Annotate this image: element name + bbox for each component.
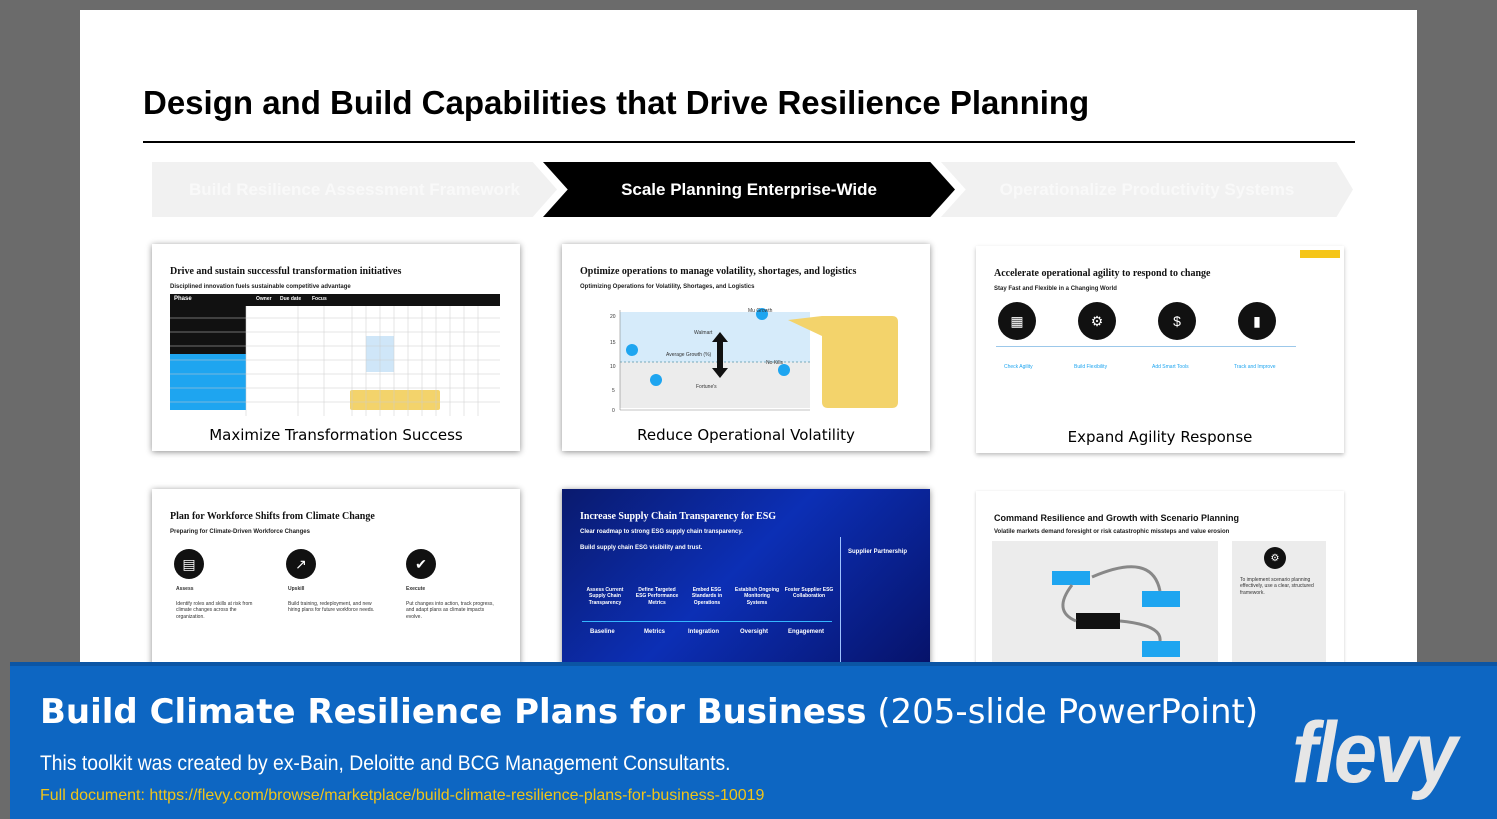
esg-step-assess: Assess Current Supply Chain Transparency — [586, 587, 624, 606]
scenario-cycle-svg — [1052, 565, 1180, 657]
thumbnail-heading: Command Resilience and Growth with Scena… — [994, 513, 1240, 523]
esg-step-establish: Establish Ongoing Monitoring Systems — [734, 587, 780, 606]
step-execute: Execute — [406, 586, 426, 592]
banner-subtitle: This toolkit was created by ex-Bain, Del… — [40, 752, 731, 775]
esg-step-foster: Foster Supplier ESG Collaboration — [784, 587, 834, 600]
label-mu-growth: Mu Growth — [748, 308, 773, 314]
slide-title: Design and Build Capabilities that Drive… — [143, 84, 1090, 121]
thumbnail-subheading: Preparing for Climate-Driven Workforce C… — [170, 529, 310, 535]
slide-preview: Design and Build Capabilities that Drive… — [80, 10, 1417, 670]
thumbnail-subheading: Stay Fast and Flexible in a Changing Wor… — [994, 286, 1117, 292]
timeline-line — [996, 346, 1296, 347]
thumbnail-heading: Drive and sustain successful transformat… — [170, 266, 402, 277]
thumbnail-workforce[interactable]: Plan for Workforce Shifts from Climate C… — [152, 489, 520, 670]
thumbnail-agility[interactable]: Accelerate operational agility to respon… — [976, 246, 1344, 453]
esg-phase-baseline: Baseline — [590, 629, 615, 635]
table-header-owner: Owner — [256, 296, 272, 302]
step-assess-text: Identify roles and skills at risk from c… — [176, 601, 253, 620]
y-tick-5: 5 — [612, 388, 615, 394]
clipboard-icon: ▤ — [174, 549, 204, 579]
y-tick-15: 15 — [610, 340, 616, 346]
esg-phase-oversight: Oversight — [740, 629, 769, 635]
presentation-icon: ▦ — [998, 302, 1036, 340]
banner-title: Build Climate Resilience Plans for Busin… — [40, 692, 1258, 732]
banner-title-rest: (205-slide PowerPoint) — [866, 692, 1259, 732]
volatility-bubble-chart — [619, 308, 898, 411]
step-upskill-text: Build training, redeployment, and new hi… — [288, 601, 375, 614]
chevron-scale-planning: Scale Planning Enterprise-Wide — [543, 162, 955, 217]
step-track-improve: Track and Improve — [1234, 364, 1276, 370]
thumbnail-scenario[interactable]: Command Resilience and Growth with Scena… — [976, 491, 1344, 670]
step-upskill: Upskill — [288, 586, 305, 592]
label-average-growth: Average Growth (%) — [666, 352, 712, 358]
esg-phase-metrics: Metrics — [644, 629, 666, 635]
esg-phase-integration: Integration — [688, 629, 719, 635]
esg-subhead: Build supply chain ESG visibility and tr… — [580, 545, 703, 551]
y-tick-0: 0 — [612, 408, 615, 414]
thumbnail-volatility[interactable]: Optimize operations to manage volatility… — [562, 244, 930, 451]
thumbnail-subheading: Volatile markets demand foresight or ris… — [994, 529, 1230, 535]
thumbnail-heading: Increase Supply Chain Transparency for E… — [580, 511, 777, 522]
esg-step-define: Define Targeted ESG Performance Metrics — [635, 587, 679, 606]
esg-step-embed: Embed ESG Standards in Operations — [691, 587, 723, 606]
table-header-due: Due date — [280, 296, 302, 302]
tag-badge — [1300, 250, 1340, 258]
y-tick-20: 20 — [610, 314, 616, 320]
thumbnail-esg[interactable]: Increase Supply Chain Transparency for E… — [562, 489, 930, 670]
banner-document-link[interactable]: Full document: https://flevy.com/browse/… — [40, 787, 765, 804]
growth-chart-icon: ↗ — [286, 549, 316, 579]
step-build-flexibility: Build Flexibility — [1074, 364, 1108, 370]
scenario-diagram — [992, 541, 1218, 670]
execute-icon: ✔ — [406, 549, 436, 579]
thumbnail-caption: Maximize Transformation Success — [209, 426, 463, 444]
step-check-agility: Check Agility — [1004, 364, 1033, 370]
esg-side-title: Supplier Partnership — [848, 549, 908, 555]
step-add-smart-tools: Add Smart Tools — [1152, 364, 1189, 370]
thumbnail-heading: Accelerate operational agility to respon… — [994, 268, 1211, 279]
chevron-assessment: Build Resilience Assessment Framework — [152, 162, 557, 217]
scenario-text: To implement scenario planning effective… — [1240, 577, 1314, 596]
thumbnail-subheading: Clear roadmap to strong ESG supply chain… — [580, 529, 743, 535]
title-divider — [143, 141, 1355, 143]
table-header-focus: Focus — [312, 296, 327, 302]
step-execute-text: Put changes into action, track progress,… — [406, 601, 494, 620]
label-walmart: Walmart — [694, 330, 713, 336]
banner-title-bold: Build Climate Resilience Plans for Busin… — [40, 692, 867, 732]
gear-icon: ⚙ — [1264, 547, 1286, 569]
thumbnail-heading: Optimize operations to manage volatility… — [580, 266, 857, 277]
people-gear-icon: ⚙ — [1078, 302, 1116, 340]
thumbnail-caption: Reduce Operational Volatility — [637, 426, 855, 444]
bar-chart-icon: ▮ — [1238, 302, 1276, 340]
step-assess: Assess — [176, 586, 194, 592]
thumbnail-heading: Plan for Workforce Shifts from Climate C… — [170, 511, 375, 522]
table-header-phase: Phase — [174, 296, 192, 302]
esg-timeline — [582, 621, 832, 622]
esg-divider — [840, 537, 841, 667]
esg-phase-engagement: Engagement — [788, 629, 825, 635]
lightbulb-dollar-icon: $ — [1158, 302, 1196, 340]
thumbnail-subheading: Optimizing Operations for Volatility, Sh… — [580, 284, 755, 290]
label-no-kills: No Kills — [766, 360, 783, 366]
label-fortunes: Fortune's — [696, 384, 717, 390]
thumbnail-transformation[interactable]: Drive and sustain successful transformat… — [152, 244, 520, 451]
y-tick-10: 10 — [610, 364, 616, 370]
thumbnail-subheading: Disciplined innovation fuels sustainable… — [170, 284, 351, 290]
promo-banner: Build Climate Resilience Plans for Busin… — [10, 662, 1497, 819]
phase-table — [170, 294, 500, 416]
flevy-logo[interactable]: flevy — [1292, 705, 1458, 801]
chevron-operationalize: Operationalize Productivity Systems — [941, 162, 1353, 217]
thumbnail-caption: Expand Agility Response — [1067, 428, 1253, 446]
